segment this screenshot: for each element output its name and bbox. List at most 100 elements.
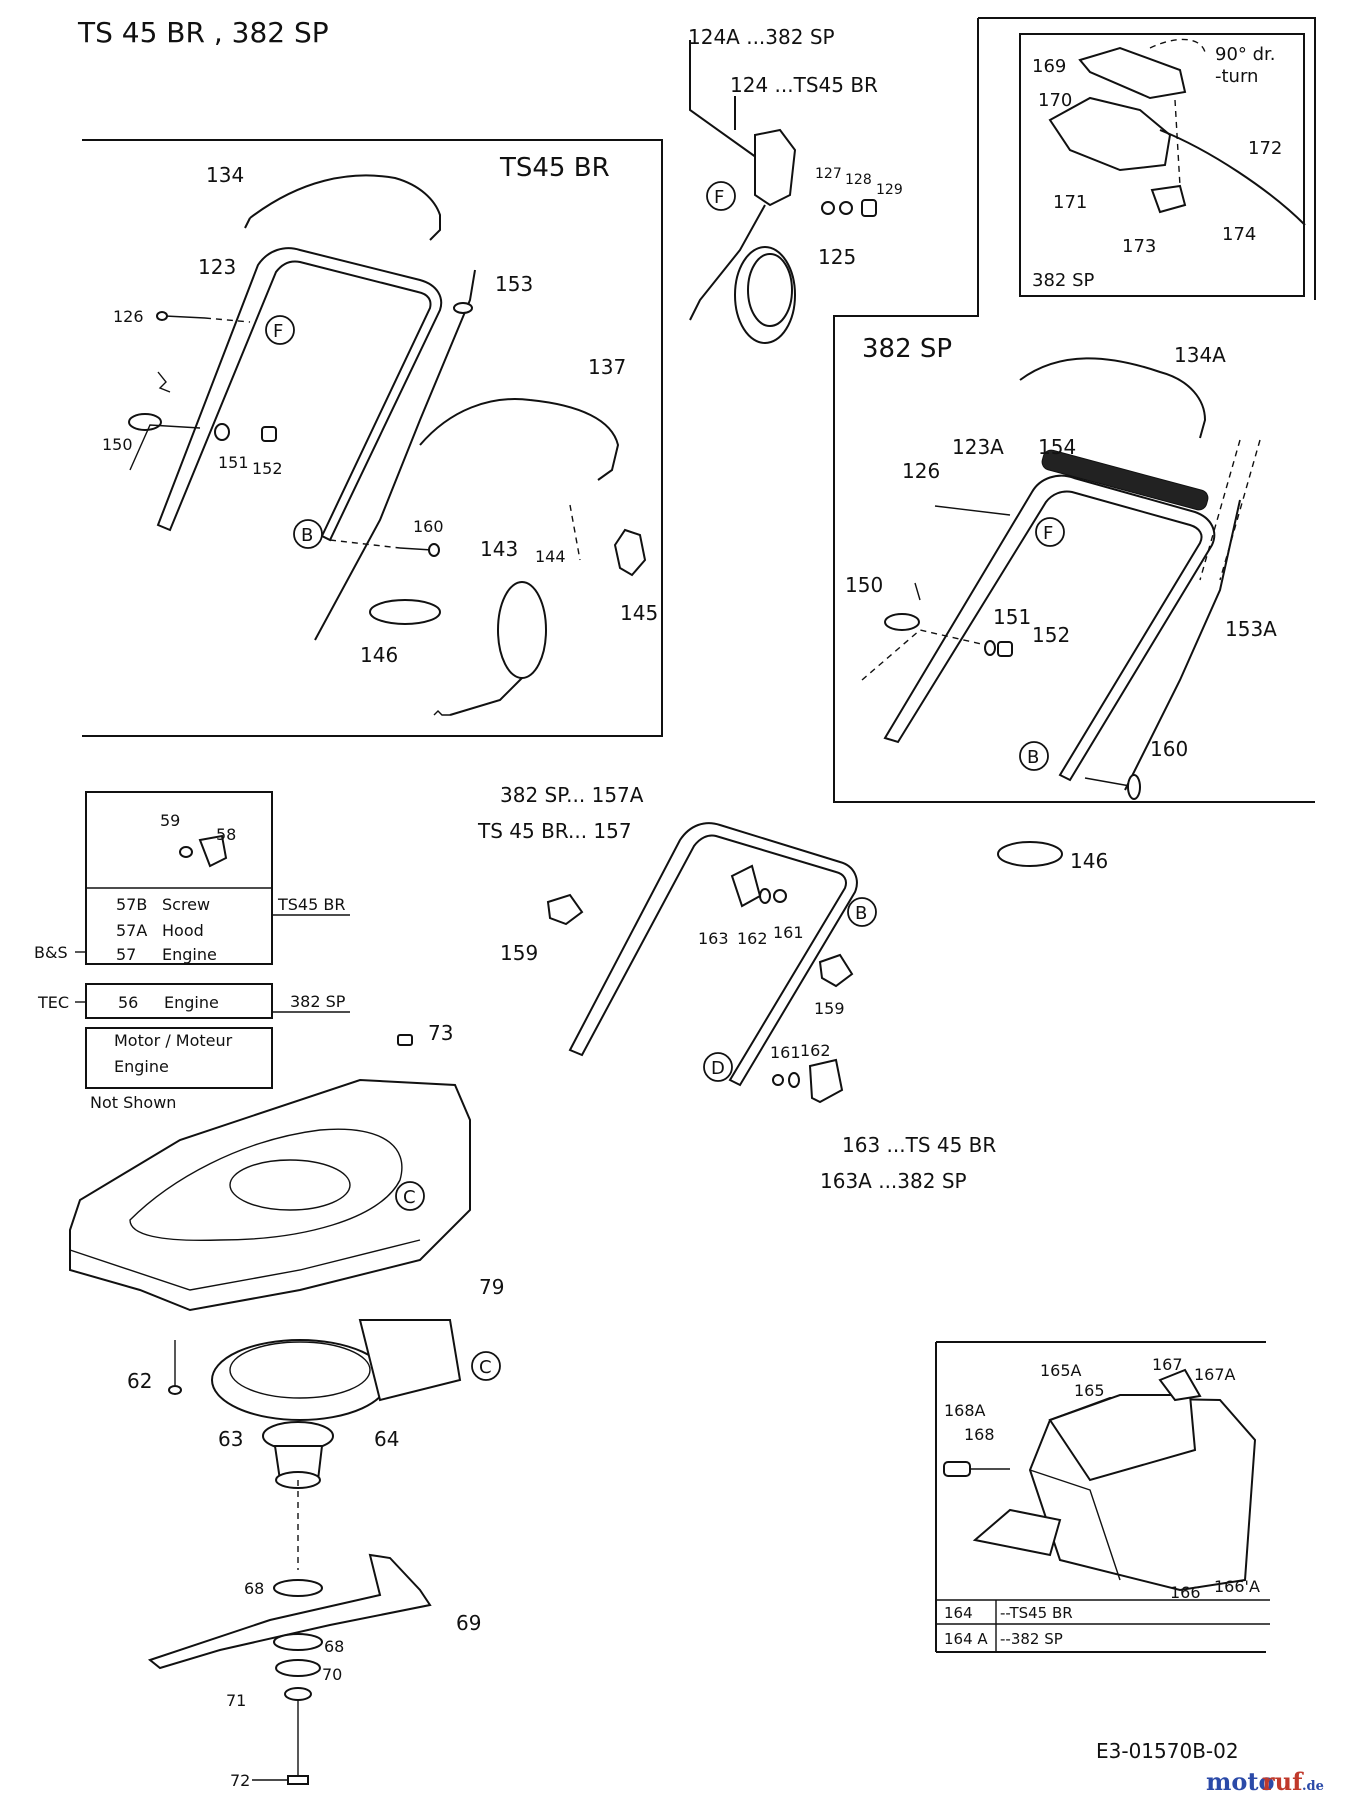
part-label-152b: 152: [1032, 623, 1070, 647]
watermark-part-a: moto: [1206, 1767, 1275, 1796]
part-label-127: 127: [815, 166, 842, 182]
catcher-frame-165-drawing: [1048, 1394, 1197, 1482]
row-57-num: 57: [116, 945, 136, 964]
clip-173-drawing: [1150, 184, 1187, 214]
part-label-69: 69: [456, 1611, 481, 1635]
callout-b-sp382: B: [1019, 741, 1049, 771]
upper-handle-123a-drawing: [883, 474, 1216, 782]
washer-127-drawing: [821, 201, 835, 215]
cable-143-dash: [569, 504, 581, 561]
part-label-162: 162: [737, 929, 768, 948]
catcher-row1-num: 164: [944, 1604, 973, 1622]
model-note-163a: 163A ...382 SP: [820, 1169, 967, 1193]
model-note-157: TS 45 BR... 157: [477, 819, 632, 843]
part-label-126b: 126: [902, 459, 940, 483]
band-146-drawing: [369, 599, 441, 625]
model-note-163: 163 ...TS 45 BR: [842, 1133, 996, 1157]
bolt-160b-head: [1127, 774, 1141, 800]
knob-150b-stem: [914, 582, 921, 601]
part-label-129: 129: [876, 182, 903, 198]
deck-center-ring: [229, 1159, 351, 1211]
cable-153a-dash1: [1199, 439, 1241, 581]
catcher-row1-desc: --TS45 BR: [1000, 1604, 1073, 1622]
part-label-167a: 167A: [1194, 1365, 1236, 1384]
blade-69-drawing: [147, 1553, 432, 1670]
cable-125-coil-inner: [747, 253, 793, 327]
nut-129-drawing: [861, 199, 877, 217]
bolt-150-line: [129, 424, 201, 471]
callout-f-text-3: F: [1043, 523, 1053, 544]
mount-79-arm: [358, 1319, 462, 1402]
bolt-160-drawing: [399, 547, 433, 551]
motor-note-line1: Motor / Moteur: [114, 1031, 233, 1050]
bolt-160b-drawing: [1084, 777, 1131, 787]
cable-clip-153-drawing: [453, 302, 473, 314]
part-label-134a: 134A: [1174, 343, 1226, 367]
sp382-handle-section: 382 SP 382 SP 90° dr. -turn: [833, 17, 1316, 803]
engine-table: [75, 791, 350, 1089]
deck-top-contour: [129, 1128, 403, 1242]
part-label-174: 174: [1222, 224, 1256, 245]
part-label-150b: 150: [845, 573, 883, 597]
part-label-166a: 166'A: [1214, 1577, 1260, 1596]
row-56-desc: Engine: [164, 993, 219, 1012]
knob-150b-drawing: [884, 613, 920, 631]
part-label-128: 128: [845, 172, 872, 188]
ts45br-box-border: [82, 139, 663, 737]
sp382-box-border: [833, 18, 1315, 803]
row-57a-desc: Hood: [162, 921, 204, 940]
callout-c-mount: C: [471, 1351, 501, 1381]
part-label-167: 167: [1152, 1355, 1183, 1374]
part-label-62: 62: [127, 1369, 152, 1393]
cable-153a-dash2: [1219, 439, 1261, 581]
knob-150-drawing: [128, 413, 162, 431]
callout-c-text: C: [403, 1187, 416, 1208]
bolt-160-head: [428, 543, 440, 557]
nut-161-drawing: [773, 889, 787, 903]
part-label-152: 152: [252, 459, 283, 478]
callout-c-deck: C: [395, 1181, 425, 1211]
part-label-160b: 160: [1150, 737, 1188, 761]
washer-128-drawing: [839, 201, 853, 215]
clip-145-drawing: [613, 528, 647, 577]
nut-152-drawing: [261, 426, 277, 442]
part-label-126: 126: [113, 307, 144, 326]
part-label-170: 170: [1038, 90, 1072, 111]
model-note-124a: 124A ...382 SP: [688, 25, 835, 49]
cable-172-drawing: [1159, 129, 1306, 226]
cable-143-coil: [497, 581, 547, 679]
inset-dash: [1174, 99, 1181, 187]
sp382-outer-top: [978, 17, 1316, 300]
band-146b-drawing: [997, 841, 1063, 867]
upper-handle-123-drawing: [156, 247, 443, 542]
part-label-163: 163: [698, 929, 729, 948]
part-label-161b: 161: [770, 1043, 801, 1062]
screw-59-drawing: [179, 846, 193, 858]
cable-143-tail: [449, 677, 523, 716]
part-label-171: 171: [1053, 192, 1087, 213]
lower-handle-157-drawing: [568, 822, 858, 1087]
clip-159b-drawing: [818, 953, 854, 988]
watermark-logo: moto ruf .de: [1206, 1767, 1324, 1796]
hood-58-drawing: [198, 834, 228, 868]
part-label-153a: 153A: [1225, 617, 1277, 641]
part-label-161: 161: [773, 923, 804, 942]
engine-table-border: [85, 791, 273, 965]
part-label-145: 145: [620, 601, 658, 625]
row-57-desc: Engine: [162, 945, 217, 964]
turn-arrow: [1149, 38, 1206, 53]
part-label-173: 173: [1122, 236, 1156, 257]
part-label-137: 137: [588, 355, 626, 379]
callout-c-text-2: C: [479, 1357, 492, 1378]
handle-grip-154-drawing: [1041, 449, 1209, 511]
callout-b-text: B: [301, 525, 313, 546]
catcher-row2-desc: --382 SP: [1000, 1630, 1063, 1648]
not-shown-note: Not Shown: [90, 1093, 176, 1112]
part-label-153: 153: [495, 272, 533, 296]
part-label-159a: 159: [500, 941, 538, 965]
part-label-68b: 68: [324, 1637, 344, 1656]
callout-f-text: F: [273, 321, 283, 342]
part-label-172: 172: [1248, 138, 1282, 159]
row-57a-num: 57A: [116, 921, 147, 940]
part-label-146: 146: [360, 643, 398, 667]
